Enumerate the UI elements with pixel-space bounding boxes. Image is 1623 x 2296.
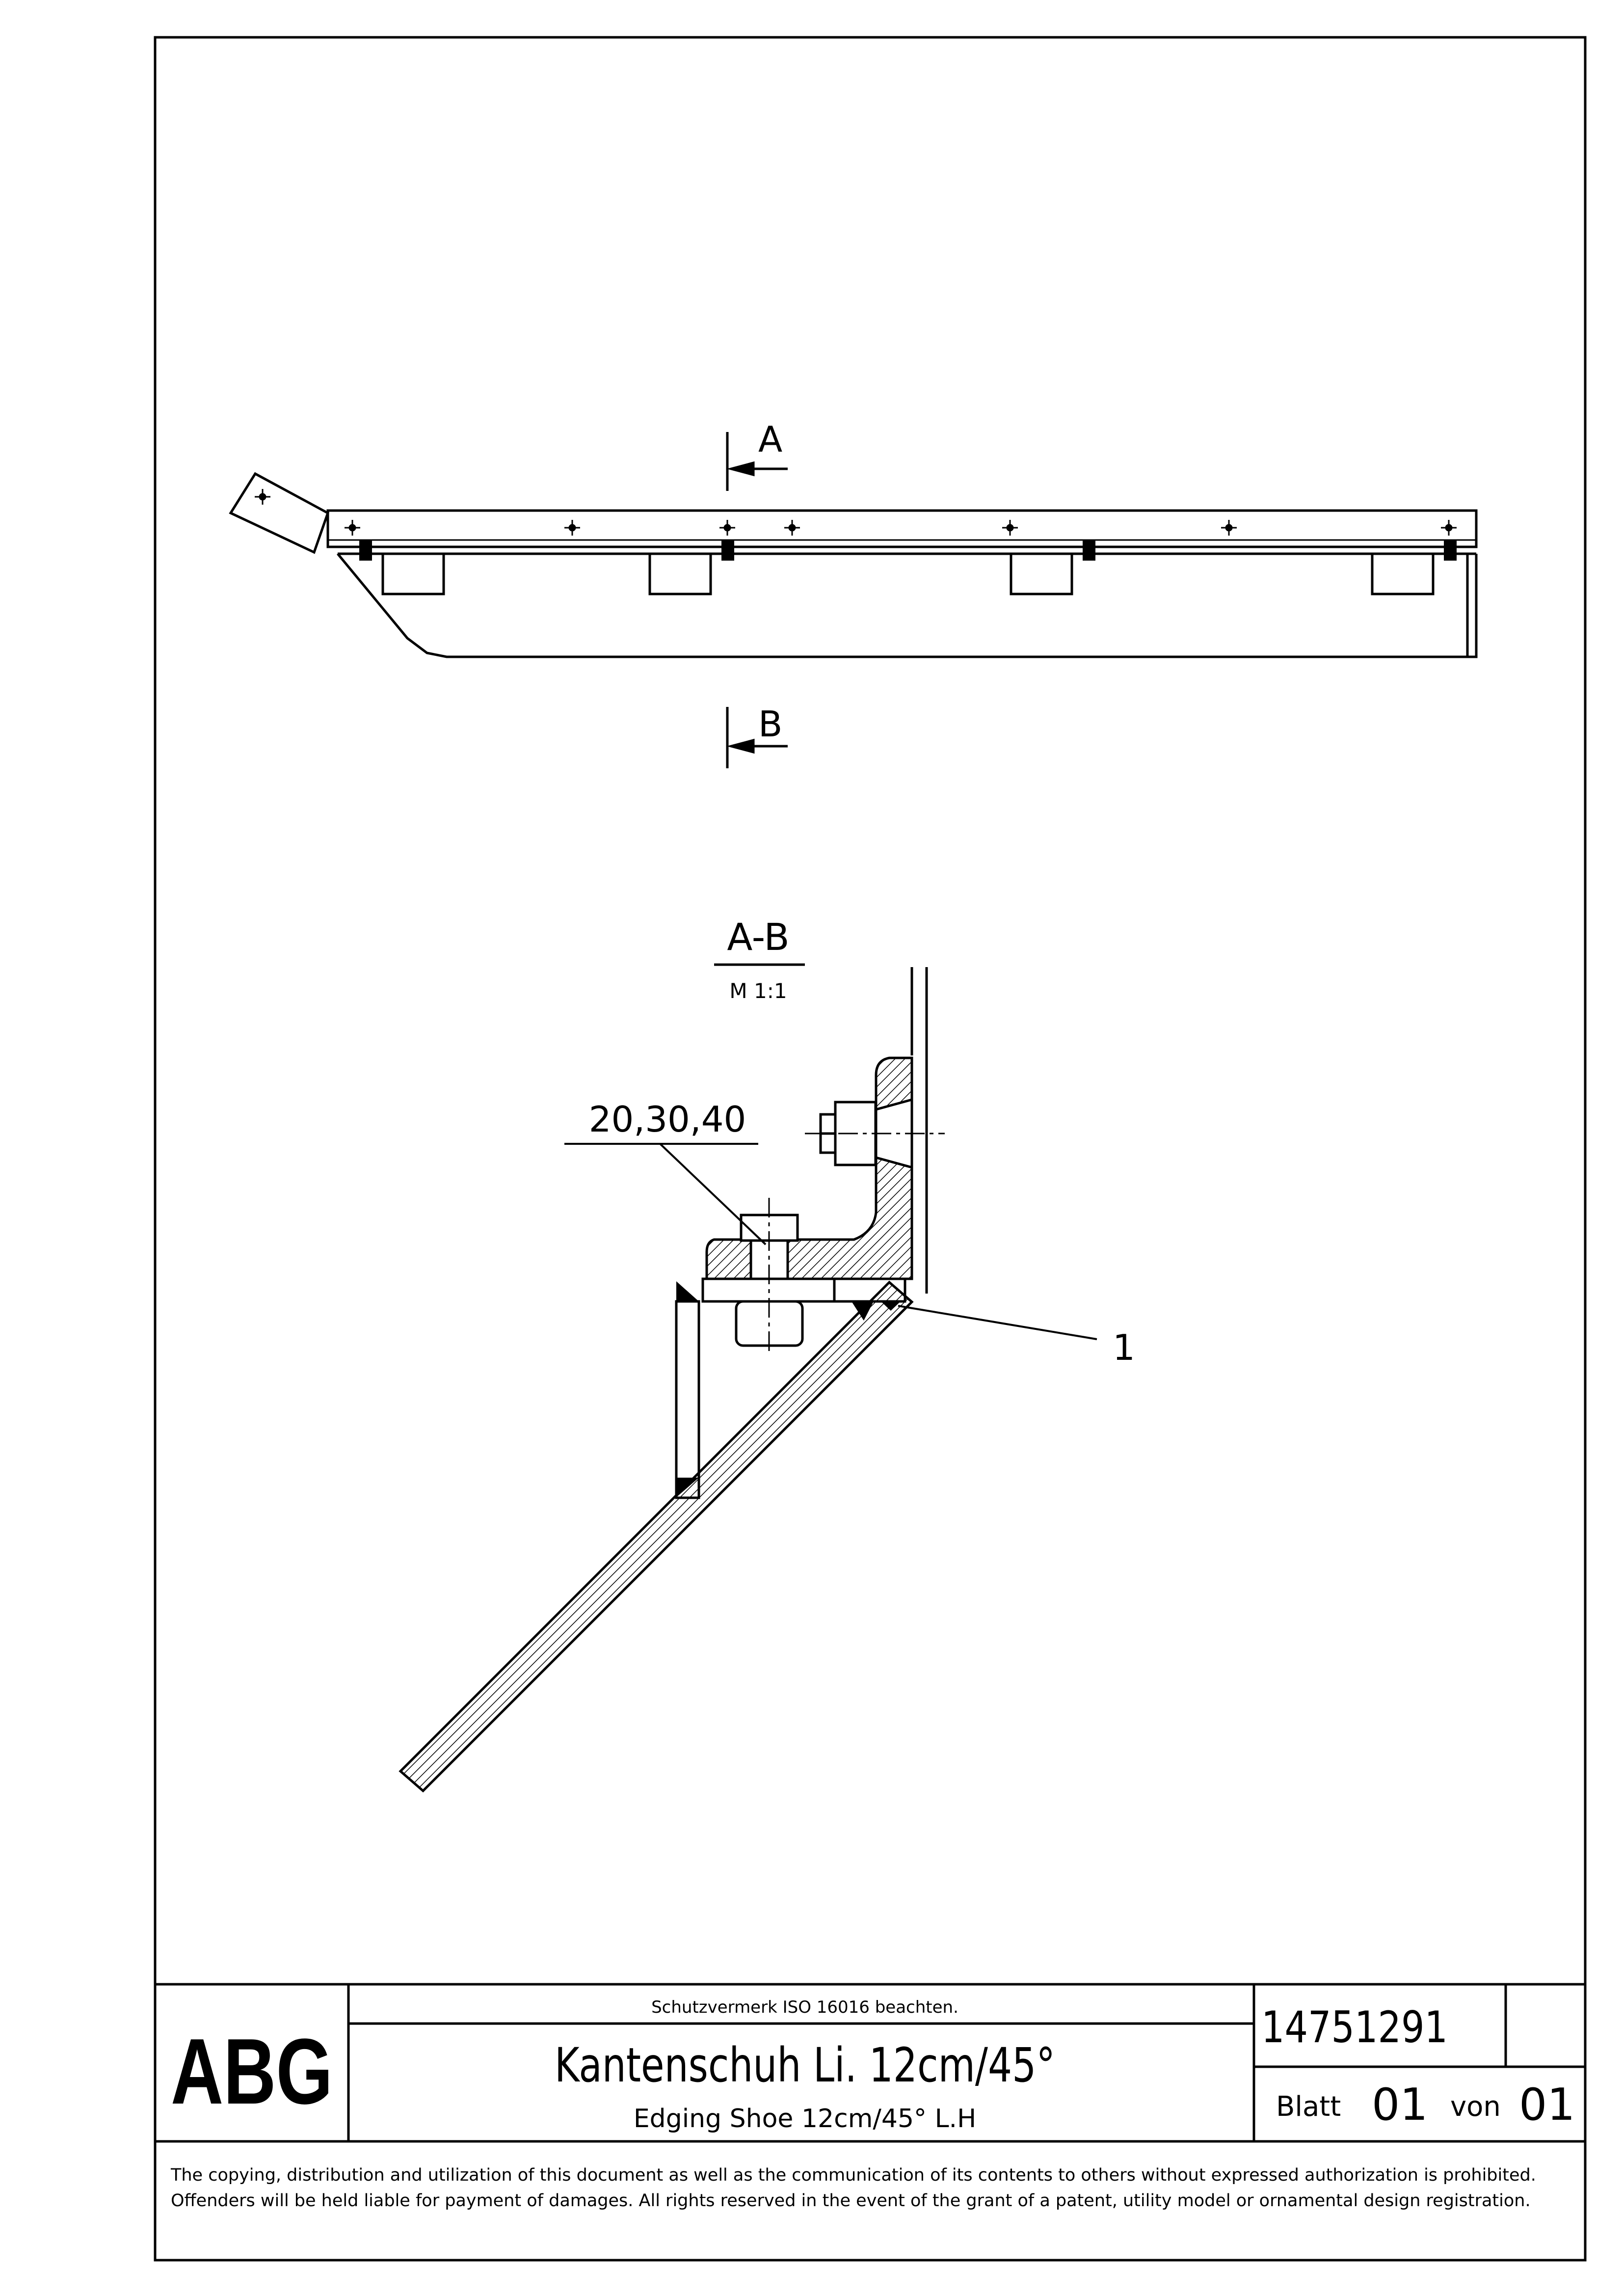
callout-fasteners: 20,30,40 bbox=[589, 1099, 746, 1140]
drawing-title-en: Edging Shoe 12cm/45° L.H bbox=[634, 2104, 976, 2134]
callout-part-leader bbox=[898, 1305, 1097, 1340]
hole-marks bbox=[255, 489, 1457, 536]
section-view bbox=[399, 967, 945, 1793]
section-marker-a bbox=[726, 432, 788, 491]
callout-part: 1 bbox=[1113, 1327, 1135, 1368]
copyright-notice: The copying, distribution and utilizatio… bbox=[171, 2165, 1536, 2211]
bolt-marks bbox=[359, 540, 1457, 561]
title-block bbox=[155, 1983, 1585, 2143]
section-scale: M 1:1 bbox=[729, 979, 787, 1003]
sheet-number: 01 bbox=[1372, 2079, 1428, 2131]
section-title: A-B bbox=[727, 915, 789, 959]
section-marker-b-label: B bbox=[758, 703, 782, 745]
sheet-label: Blatt bbox=[1276, 2091, 1341, 2123]
drawing-number: 14751291 bbox=[1261, 2002, 1448, 2053]
drawing-frame bbox=[154, 36, 1587, 2262]
section-marker-b bbox=[726, 707, 788, 768]
sheet-total: 01 bbox=[1519, 2079, 1575, 2131]
of-label: von bbox=[1450, 2091, 1501, 2123]
callout-fasteners-leader bbox=[659, 1143, 767, 1245]
drawing-title-de: Kantenschuh Li. 12cm/45° bbox=[555, 2038, 1055, 2093]
weld-marks bbox=[676, 1281, 901, 1497]
company-logo: ABG bbox=[171, 2020, 333, 2124]
side-view bbox=[229, 472, 1478, 658]
section-marker-a-label: A bbox=[758, 419, 782, 460]
protection-note: Schutzvermerk ISO 16016 beachten. bbox=[651, 1998, 958, 2017]
